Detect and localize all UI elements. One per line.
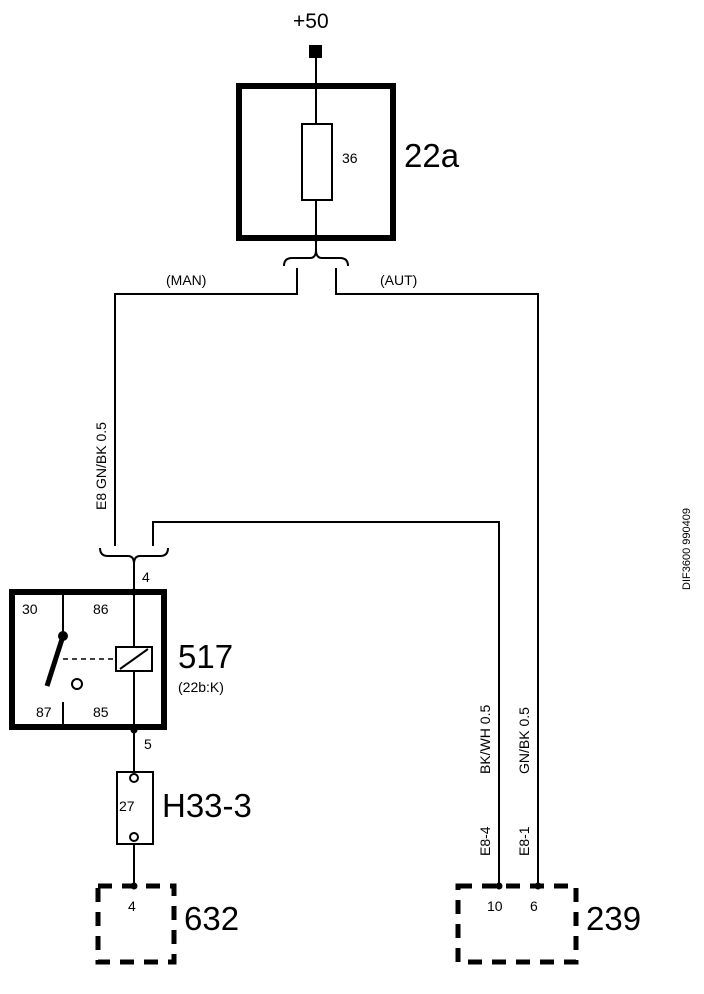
component-239-outline bbox=[455, 883, 579, 965]
relay-outline bbox=[9, 589, 167, 730]
connector-h33 bbox=[116, 771, 154, 845]
connector-h33-id: H33-3 bbox=[162, 787, 252, 824]
man-wire-label: E8 GN/BK 0.5 bbox=[93, 422, 109, 510]
component-632-node bbox=[130, 882, 138, 890]
wire-gnbk-ref: E8-1 bbox=[516, 826, 532, 856]
wire-gnbk-color: GN/BK 0.5 bbox=[516, 707, 532, 774]
component-239-pin-b: 6 bbox=[530, 898, 538, 914]
connector-h33-top-pin bbox=[129, 773, 139, 783]
supply-label: +50 bbox=[293, 10, 329, 33]
relay-input-brace bbox=[99, 547, 169, 565]
fuse-number: 36 bbox=[342, 150, 358, 166]
relay-coil-diagonal bbox=[119, 648, 149, 670]
supply-terminal bbox=[309, 45, 322, 58]
relay-pin-out: 5 bbox=[144, 736, 152, 752]
relay-switch-arm bbox=[44, 635, 66, 687]
relay-id: 517 bbox=[178, 638, 233, 675]
fuse-box-id: 22a bbox=[404, 137, 460, 174]
relay-to-239-wire bbox=[152, 521, 500, 886]
relay-terminal-85: 85 bbox=[93, 704, 109, 720]
component-239-id: 239 bbox=[586, 900, 641, 937]
relay-contact-87 bbox=[71, 678, 83, 690]
relay-terminal-86: 86 bbox=[93, 601, 109, 617]
aut-label: (AUT) bbox=[380, 272, 417, 288]
component-239-pin-a: 10 bbox=[487, 898, 503, 914]
relay-terminal-30: 30 bbox=[22, 601, 38, 617]
relay-terminal-87: 87 bbox=[36, 704, 52, 720]
wire-bkwh-color: BK/WH 0.5 bbox=[477, 705, 493, 774]
wire-bkwh-ref: E8-4 bbox=[477, 826, 493, 856]
connector-h33-bottom-pin bbox=[129, 832, 139, 842]
component-239-node-a bbox=[495, 882, 503, 890]
doc-reference: DIF3600 990409 bbox=[681, 508, 693, 590]
relay-sub: (22b:K) bbox=[178, 679, 224, 695]
man-branch-wire bbox=[114, 268, 298, 546]
branch-brace bbox=[283, 249, 349, 267]
man-label: (MAN) bbox=[166, 272, 206, 288]
component-239-node-b bbox=[534, 882, 542, 890]
component-632-id: 632 bbox=[184, 900, 239, 937]
component-632-pin: 4 bbox=[128, 898, 136, 914]
connector-h33-pin: 27 bbox=[119, 798, 135, 814]
component-632-outline bbox=[95, 883, 177, 965]
fuse-36 bbox=[301, 123, 333, 201]
aut-branch-wire bbox=[335, 268, 539, 886]
relay-pin-in: 4 bbox=[142, 569, 150, 585]
